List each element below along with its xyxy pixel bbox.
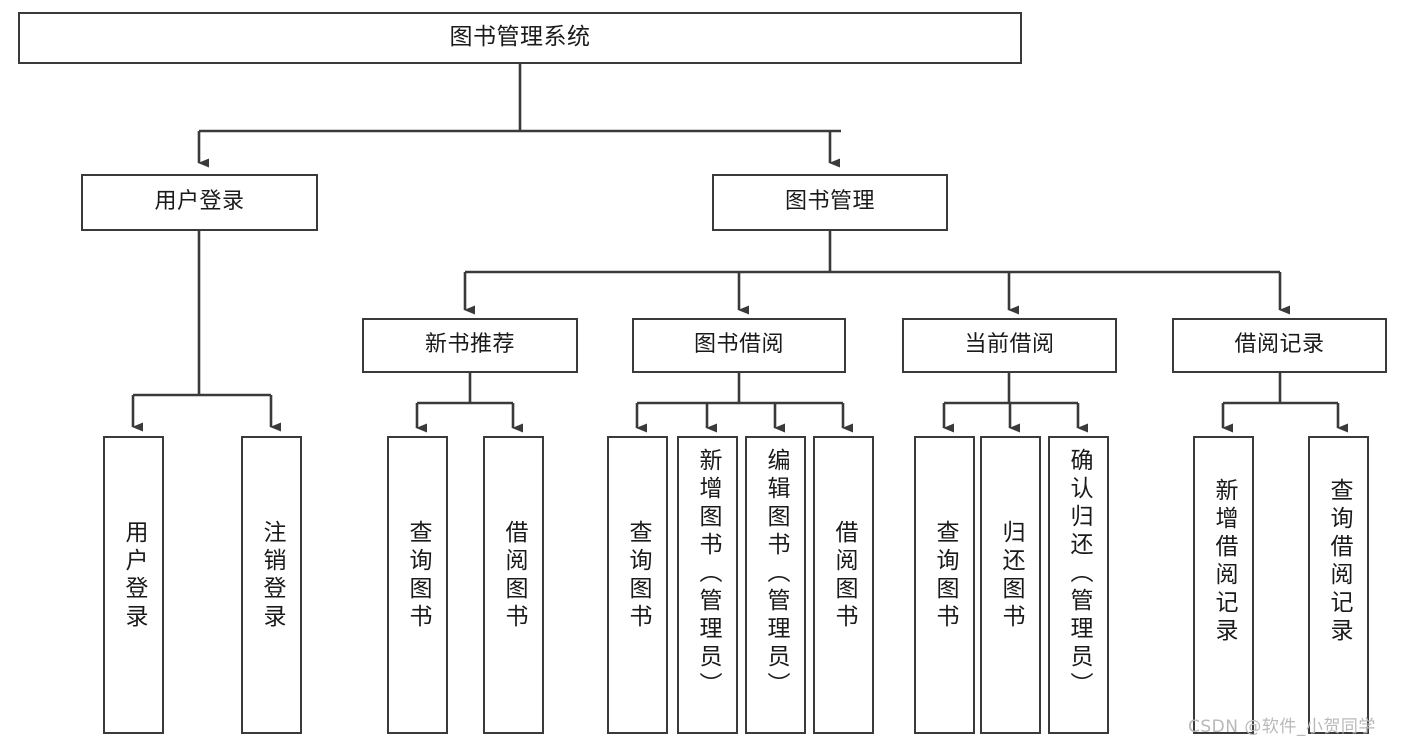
leaf-confirm-return-admin[interactable]: 确认归还（管理员）	[1048, 436, 1109, 734]
leaf-add-book-admin[interactable]: 新增图书（管理员）	[677, 436, 738, 734]
leaf-label: 注销登录	[259, 520, 285, 632]
node-label: 借阅记录	[1234, 332, 1325, 358]
leaf-edit-book-admin[interactable]: 编辑图书（管理员）	[745, 436, 806, 734]
node-current-borrow[interactable]: 当前借阅	[902, 318, 1117, 373]
node-label: 用户登录	[154, 189, 245, 215]
leaf-borrow-book-borrow[interactable]: 借阅图书	[813, 436, 874, 734]
leaf-label: 归还图书	[998, 520, 1024, 632]
node-new-book-recommend[interactable]: 新书推荐	[362, 318, 578, 373]
node-label: 新书推荐	[424, 332, 515, 358]
node-label: 图书借阅	[693, 332, 784, 358]
leaf-query-book-current[interactable]: 查询图书	[914, 436, 975, 734]
leaf-borrow-book-recommend[interactable]: 借阅图书	[483, 436, 544, 734]
leaf-label: 新增借阅记录	[1211, 478, 1237, 646]
leaf-label: 确认归还（管理员）	[1066, 448, 1092, 700]
leaf-add-borrow-record[interactable]: 新增借阅记录	[1193, 436, 1254, 734]
node-label: 当前借阅	[964, 332, 1055, 358]
node-label: 图书管理系统	[449, 24, 591, 51]
leaf-label: 查询图书	[625, 520, 651, 632]
node-book-borrow[interactable]: 图书借阅	[632, 318, 846, 373]
leaf-label: 编辑图书（管理员）	[763, 448, 789, 700]
leaf-label: 查询图书	[932, 520, 958, 632]
leaf-query-borrow-record[interactable]: 查询借阅记录	[1308, 436, 1369, 734]
leaf-label: 查询借阅记录	[1326, 478, 1352, 646]
leaf-query-book-recommend[interactable]: 查询图书	[387, 436, 448, 734]
node-label: 图书管理	[784, 189, 875, 215]
leaf-label: 借阅图书	[501, 520, 527, 632]
leaf-return-book[interactable]: 归还图书	[980, 436, 1041, 734]
node-user-login[interactable]: 用户登录	[81, 174, 318, 231]
node-borrow-record[interactable]: 借阅记录	[1172, 318, 1387, 373]
node-root-book-management-system[interactable]: 图书管理系统	[18, 12, 1022, 64]
leaf-label: 用户登录	[121, 520, 147, 632]
leaf-logout-login[interactable]: 注销登录	[241, 436, 302, 734]
leaf-user-login[interactable]: 用户登录	[103, 436, 164, 734]
leaf-query-book-borrow[interactable]: 查询图书	[607, 436, 668, 734]
node-book-management[interactable]: 图书管理	[712, 174, 948, 231]
leaf-label: 借阅图书	[831, 520, 857, 632]
leaf-label: 查询图书	[405, 520, 431, 632]
csdn-watermark: CSDN @软件_小贺同学	[1188, 717, 1376, 737]
leaf-label: 新增图书（管理员）	[695, 448, 721, 700]
